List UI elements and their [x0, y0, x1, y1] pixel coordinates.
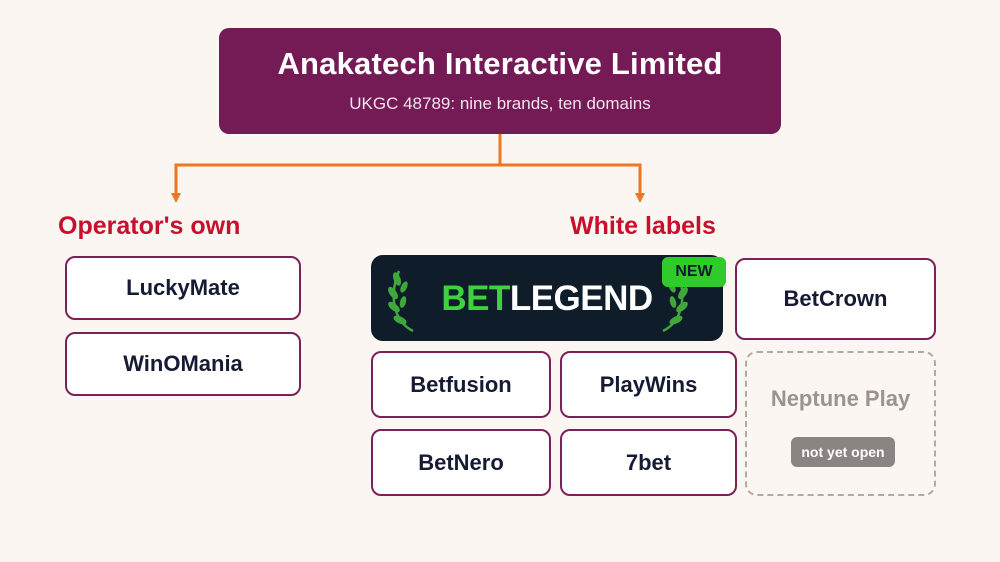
brand-card-betnero: BetNero [371, 429, 551, 496]
white-labels-title: White labels [570, 212, 716, 240]
operators-own-title: Operator's own [58, 212, 241, 240]
brand-card-betlegend: BETLEGEND NEW [371, 255, 726, 341]
connector-to-white-labels [500, 163, 645, 203]
brand-card-7bet: 7bet [560, 429, 737, 496]
company-box: Anakatech Interactive Limited UKGC 48789… [219, 28, 781, 134]
brand-card-playwins: PlayWins [560, 351, 737, 418]
brand-card-betcrown: BetCrown [735, 258, 936, 340]
not-yet-open-badge: not yet open [791, 437, 895, 467]
brand-card-betfusion: Betfusion [371, 351, 551, 418]
company-name: Anakatech Interactive Limited [277, 46, 723, 81]
laurel-wreath-icon [388, 270, 414, 333]
brand-card-neptune-play: Neptune Play not yet open [745, 351, 936, 496]
brand-card-luckymate: LuckyMate [65, 256, 301, 320]
new-badge: NEW [662, 257, 726, 287]
betlegend-logo-bet: BET [441, 279, 510, 318]
betlegend-logo-legend: LEGEND [509, 279, 653, 318]
brand-card-winomania: WinOMania [65, 332, 301, 396]
connector-to-operators-own [171, 163, 500, 203]
betlegend-logo: BETLEGEND [371, 279, 723, 319]
company-subtitle: UKGC 48789: nine brands, ten domains [349, 94, 651, 113]
neptune-play-name: Neptune Play [770, 386, 911, 411]
